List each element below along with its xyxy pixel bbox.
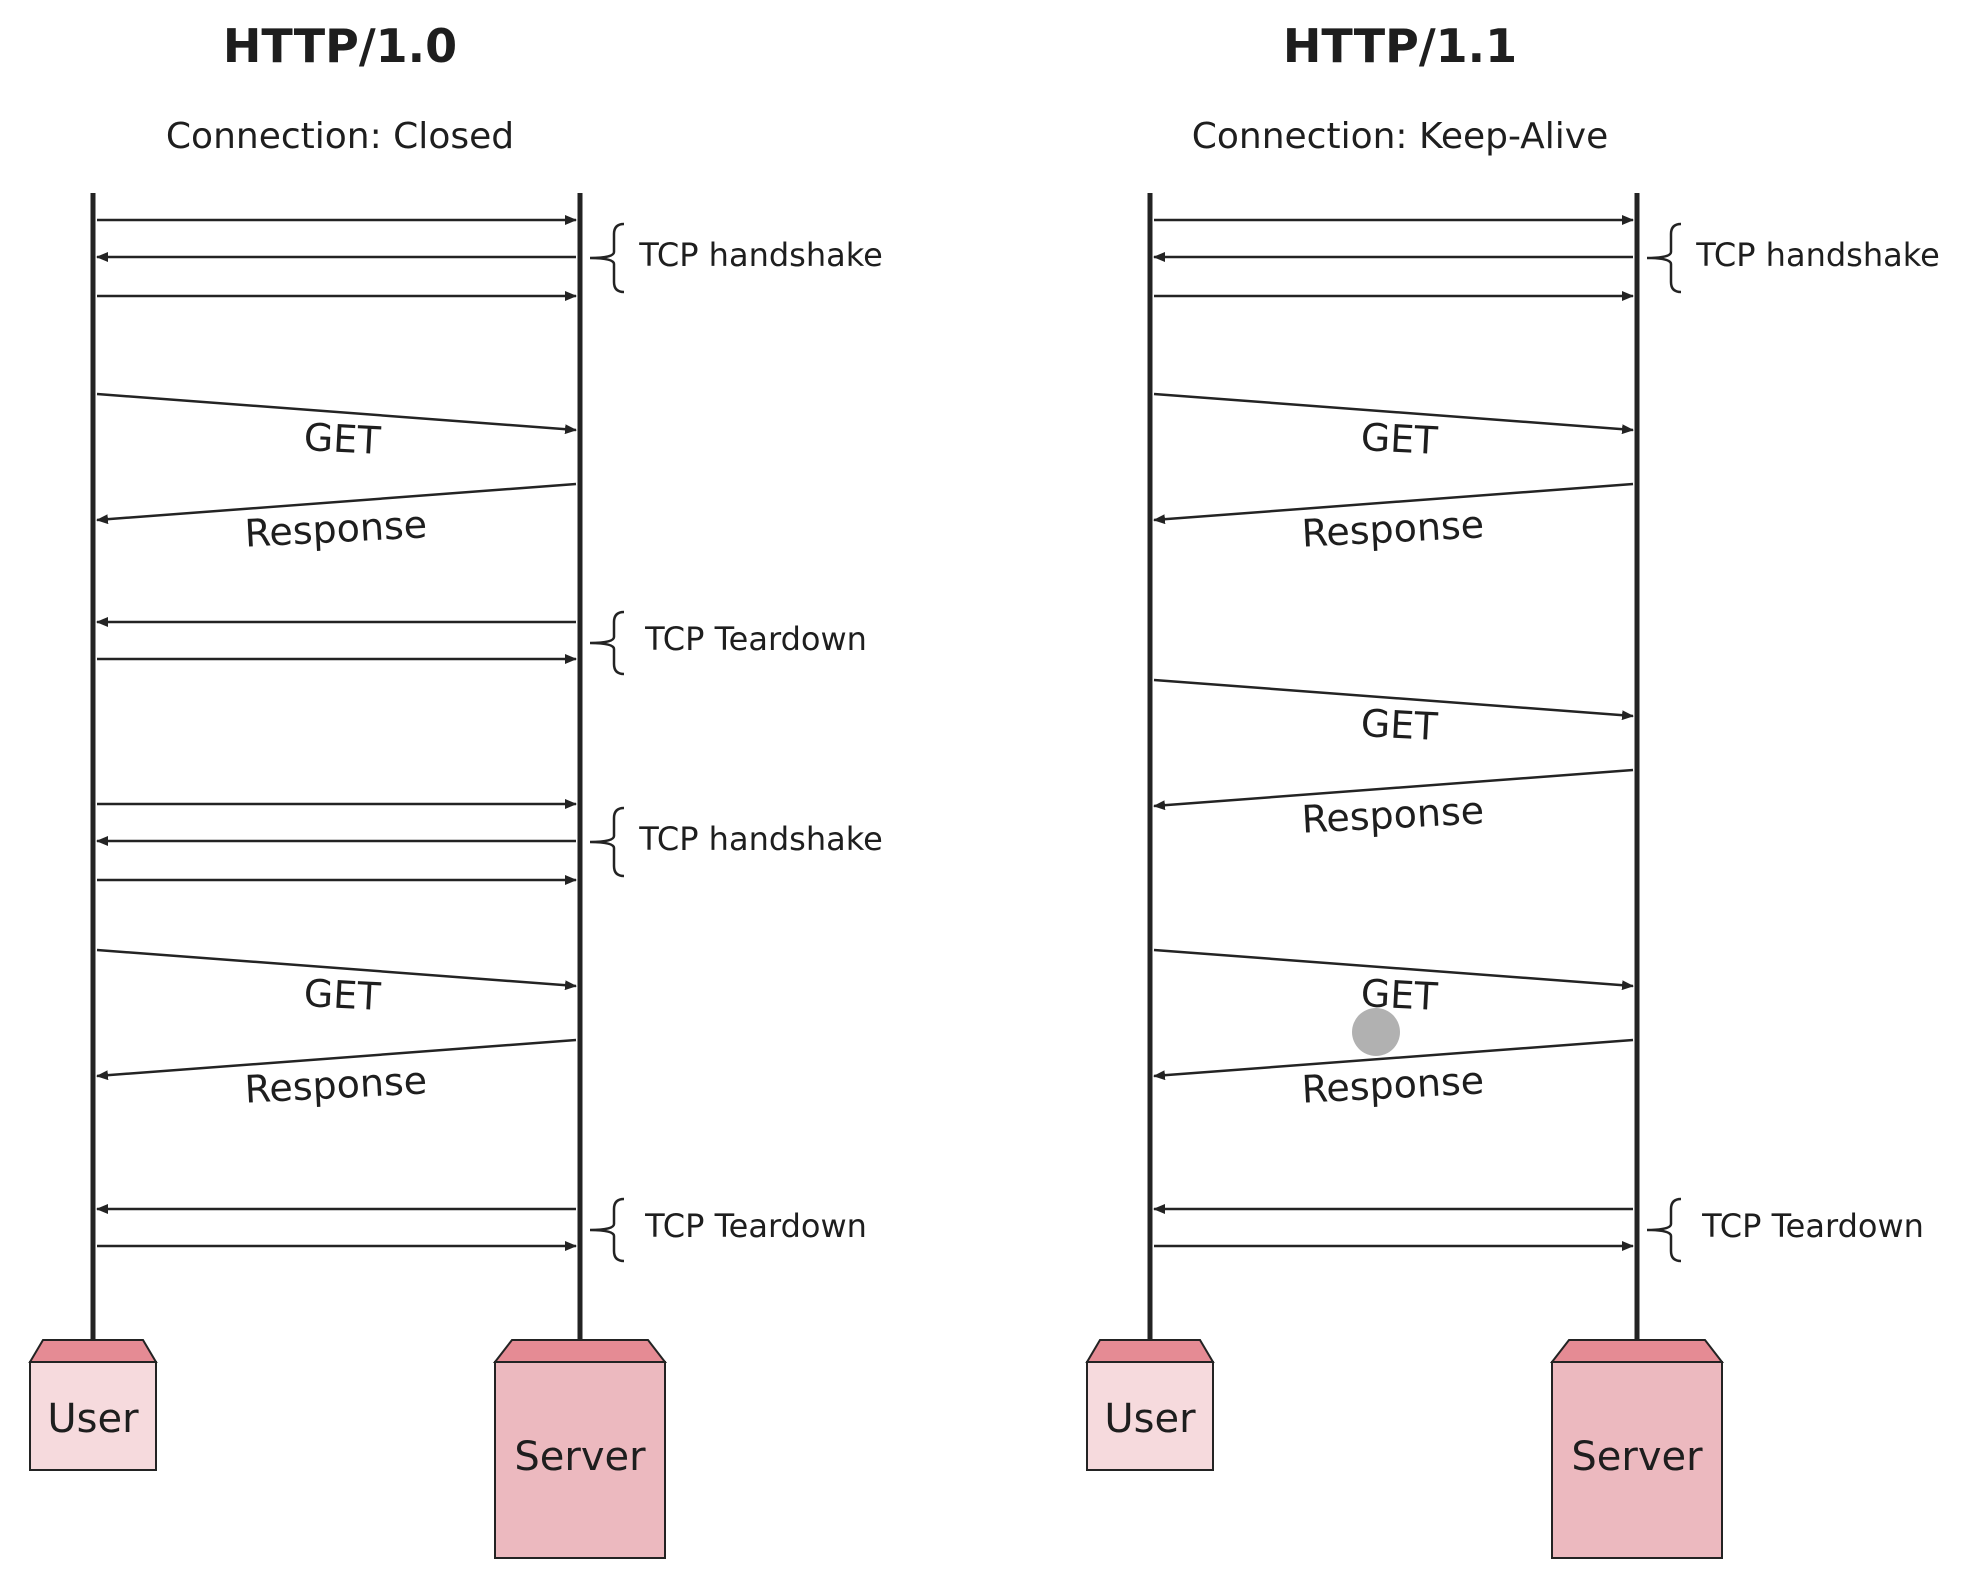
- user-box: [1086, 1361, 1214, 1471]
- handshake-bracket: [589, 222, 625, 294]
- response-arrow: [1153, 768, 1634, 811]
- response-arrow: [96, 482, 577, 525]
- handshake-bracket: [1646, 222, 1682, 294]
- user-box-top: [28, 1339, 158, 1363]
- user-box-top: [1085, 1339, 1215, 1363]
- response-label: Response: [1301, 788, 1486, 841]
- diagram-title: HTTP/1.1: [1283, 19, 1517, 73]
- user-label: User: [47, 1396, 139, 1442]
- diagram-subtitle: Connection: Closed: [166, 116, 514, 157]
- get-arrow: [1153, 948, 1634, 991]
- get-arrow: [1153, 392, 1634, 435]
- server-box-top: [492, 1339, 668, 1363]
- get-arrow: [1153, 678, 1634, 721]
- teardown-bracket: [589, 610, 625, 676]
- user-box: [29, 1361, 157, 1471]
- server-box-top: [1549, 1339, 1725, 1363]
- get-label: GET: [1360, 701, 1440, 749]
- handshake-label: TCP handshake: [638, 236, 883, 274]
- teardown-bracket: [1646, 1197, 1682, 1263]
- server-label: Server: [514, 1434, 646, 1480]
- cursor-indicator: [1352, 1008, 1400, 1056]
- diagram-title: HTTP/1.0: [223, 19, 457, 73]
- response-arrow: [1153, 1038, 1634, 1081]
- response-arrow: [96, 1038, 577, 1081]
- response-arrow: [1153, 482, 1634, 525]
- handshake-label: TCP handshake: [1695, 236, 1940, 274]
- response-label: Response: [1301, 502, 1486, 555]
- teardown-label: TCP Teardown: [1701, 1207, 1924, 1245]
- teardown-label: TCP Teardown: [644, 620, 867, 658]
- server-label: Server: [1571, 1434, 1703, 1480]
- get-label: GET: [303, 415, 383, 463]
- get-arrow: [96, 948, 577, 991]
- teardown-bracket: [589, 1197, 625, 1263]
- get-label: GET: [1360, 415, 1440, 463]
- response-label: Response: [1301, 1058, 1486, 1111]
- handshake-label: TCP handshake: [638, 820, 883, 858]
- response-label: Response: [244, 502, 429, 555]
- diagram-subtitle: Connection: Keep-Alive: [1192, 116, 1609, 157]
- server-box: [494, 1361, 666, 1559]
- server-box: [1551, 1361, 1723, 1559]
- get-label: GET: [303, 971, 383, 1019]
- teardown-label: TCP Teardown: [644, 1207, 867, 1245]
- response-label: Response: [244, 1058, 429, 1111]
- handshake-bracket: [589, 806, 625, 878]
- get-arrow: [96, 392, 577, 435]
- user-label: User: [1104, 1396, 1196, 1442]
